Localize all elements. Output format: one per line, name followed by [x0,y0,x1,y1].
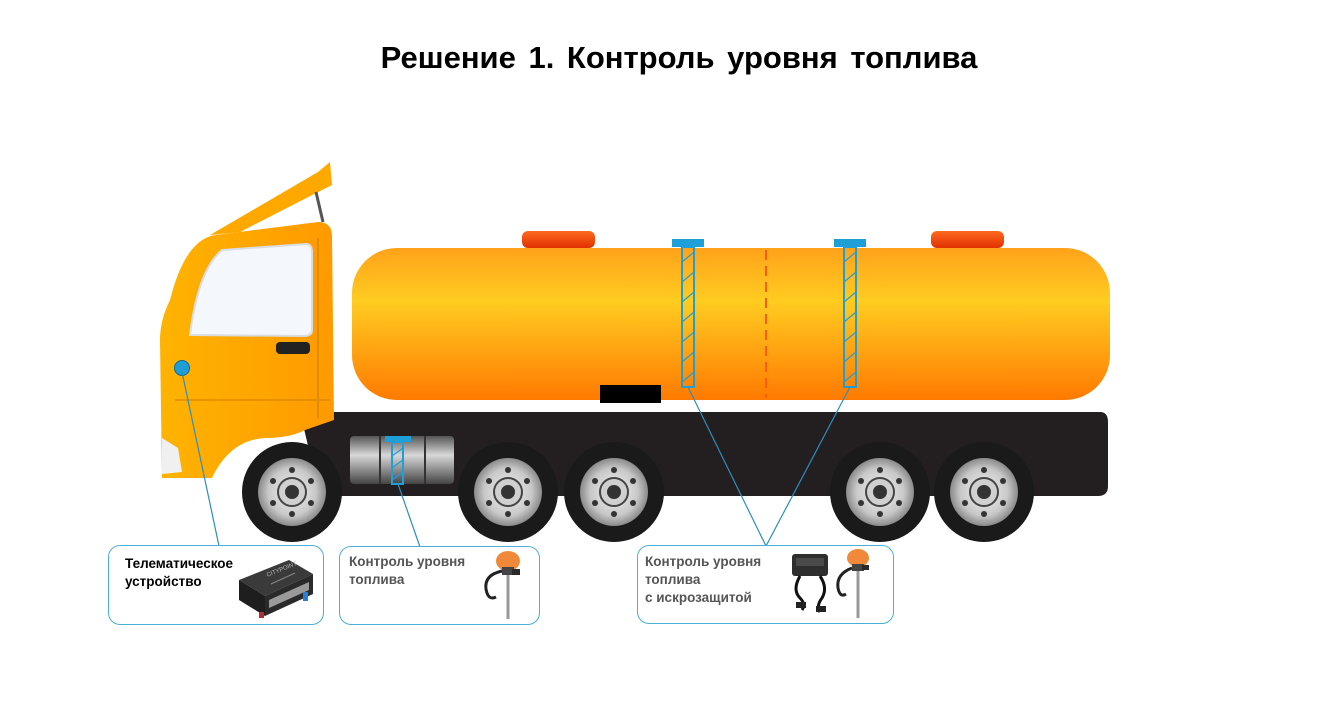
intrinsic-safety-barrier-icon [792,549,869,618]
callout-fuel-level-ex-sensor: Контроль уровня топлива с искрозащитой [637,545,894,624]
wheel [242,442,342,542]
callout-telematics-device: Телематическое устройство CITYPOINT [108,545,324,625]
tank-body [352,248,1110,400]
wheel [564,442,664,542]
tank-hatch-cap [522,231,595,248]
wheel [830,442,930,542]
page-title: Решение 1. Контроль уровня топлива [380,40,978,75]
truck-cab [160,162,334,478]
callout-fuel-level-sensor: Контроль уровня топлива [339,546,540,625]
callout-label-line: устройство [125,574,202,589]
callout-label-line: Контроль уровня [645,554,762,569]
callout-label-line: Контроль уровня [349,554,466,569]
tank-hatch-cap [931,231,1004,248]
wheel [934,442,1034,542]
tank-label-plate [600,385,661,403]
callout-label-line: топлива [349,572,405,587]
fuel-level-sensor-icon [484,551,520,619]
telematics-tracker-icon [239,560,313,618]
callout-connectors [181,371,851,548]
telematics-marker [174,360,190,376]
wheel [458,442,558,542]
callout-label-line: с искрозащитой [645,590,752,605]
callout-label-line: Телематическое [125,556,234,571]
side-fuel-tank [350,436,454,485]
callout-label-line: топлива [645,572,701,587]
